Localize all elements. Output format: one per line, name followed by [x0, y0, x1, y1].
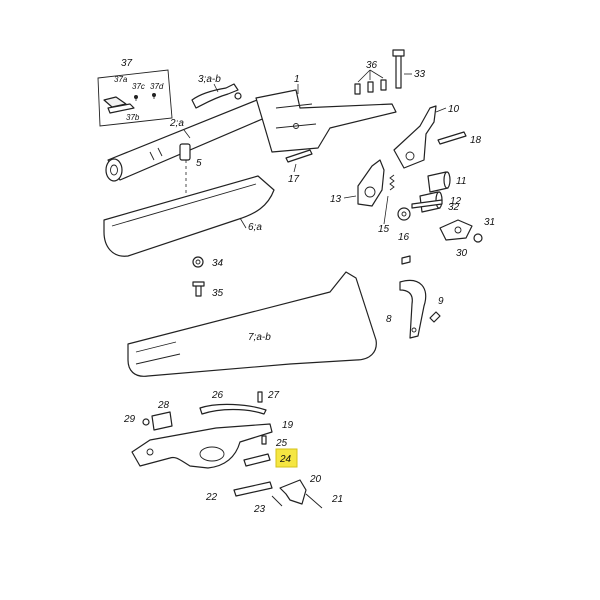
- label-28: 28: [157, 400, 170, 411]
- label-22: 22: [205, 492, 218, 503]
- label-24: 24: [279, 454, 292, 465]
- part-30: 30: [439, 219, 473, 259]
- label-37: 37: [121, 58, 133, 69]
- label-12: 12: [450, 196, 462, 207]
- label-11: 11: [456, 176, 466, 187]
- label-10: 10: [448, 104, 460, 115]
- inset-37: 37 37a 37c 37d 37b: [97, 58, 173, 127]
- part-8-small-screw: [401, 255, 411, 265]
- label-3: 3;a-b: [198, 74, 221, 85]
- label-7: 7;a-b: [248, 332, 271, 343]
- part-20-trigger: 20: [279, 474, 322, 505]
- label-37d: 37d: [150, 82, 164, 91]
- part-23-pin: 23: [253, 495, 283, 515]
- label-25: 25: [275, 438, 288, 449]
- label-37c: 37c: [132, 82, 145, 91]
- part-32-pin: 32: [411, 199, 460, 213]
- part-27-screw: 27: [257, 390, 280, 403]
- label-37a: 37a: [114, 75, 128, 84]
- part-7-stock: 7;a-b: [127, 271, 377, 377]
- label-18: 18: [470, 135, 482, 146]
- label-16: 16: [398, 232, 410, 243]
- label-34: 34: [212, 258, 224, 269]
- part-16: 16: [397, 207, 411, 243]
- label-2: 2;a: [169, 118, 184, 129]
- label-15: 15: [378, 224, 390, 235]
- label-37b: 37b: [126, 113, 140, 122]
- label-17: 17: [288, 174, 300, 185]
- label-13: 13: [330, 194, 342, 205]
- label-5: 5: [196, 158, 202, 169]
- label-30: 30: [456, 248, 468, 259]
- part-28: 28: [151, 400, 173, 431]
- part-17-pin: 17: [285, 149, 313, 185]
- part-21-pin: 21: [305, 493, 343, 509]
- label-27: 27: [267, 390, 280, 401]
- label-9: 9: [438, 296, 444, 307]
- part-15-spring: 15: [378, 174, 395, 235]
- label-1: 1: [294, 74, 300, 85]
- label-29: 29: [123, 414, 136, 425]
- part-31-screw: 31: [473, 217, 495, 243]
- part-10-hammer: 10: [393, 104, 460, 169]
- label-35: 35: [212, 288, 224, 299]
- part-24: 24: [243, 448, 298, 468]
- part-2-barrel: 2;a: [105, 97, 275, 182]
- part-5: 5: [179, 143, 202, 196]
- part-29-screw: 29: [123, 414, 150, 426]
- part-9-screw: 9: [429, 296, 444, 323]
- label-36: 36: [366, 60, 378, 71]
- part-13-sear: 13: [330, 159, 385, 207]
- part-34-nut: 34: [192, 256, 224, 269]
- label-19: 19: [282, 420, 294, 431]
- label-20: 20: [309, 474, 322, 485]
- part-36-screws: 36: [354, 60, 387, 95]
- label-21: 21: [331, 494, 343, 505]
- label-32: 32: [448, 202, 460, 213]
- part-22: 22: [205, 481, 273, 503]
- part-1-receiver: 1: [255, 74, 397, 153]
- label-31: 31: [484, 217, 495, 228]
- label-26: 26: [211, 390, 224, 401]
- part-11-cylinder: 11: [427, 171, 466, 193]
- label-33: 33: [414, 69, 426, 80]
- part-35-bolt: 35: [192, 281, 224, 299]
- label-8: 8: [386, 314, 392, 325]
- part-26-spring: 26: [199, 390, 267, 415]
- part-19-trigger-plate: 19: [131, 420, 294, 469]
- part-18-pin: 18: [437, 131, 482, 146]
- part-8-lever-spring: 8: [386, 279, 427, 339]
- label-6: 6;a: [248, 222, 262, 233]
- part-3-lever: 3;a-b: [191, 74, 242, 109]
- label-23: 23: [253, 504, 266, 515]
- part-33-screw: 33: [392, 49, 426, 89]
- part-25: 25: [261, 435, 288, 449]
- part-6-forend: 6;a: [103, 175, 275, 257]
- highlight-box: [275, 448, 298, 468]
